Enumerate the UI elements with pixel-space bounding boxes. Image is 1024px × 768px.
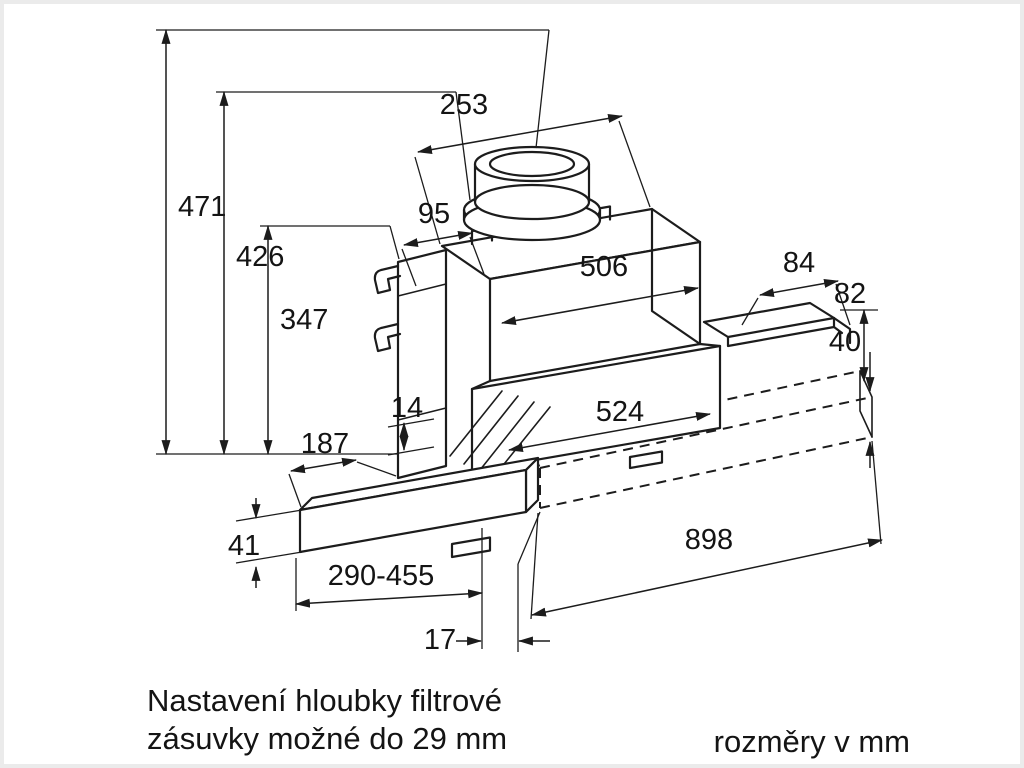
dim-40-label: 40 xyxy=(829,326,861,358)
dim-17: 17 xyxy=(424,511,550,656)
dim-84-label: 84 xyxy=(783,247,815,279)
duct-spigot xyxy=(462,145,602,242)
mounting-hook-icon xyxy=(373,264,402,295)
dim-84: 84 xyxy=(741,247,851,326)
dim-524: 524 xyxy=(507,396,712,452)
units-note: rozměry v mm xyxy=(714,724,910,759)
dim-82: 82 xyxy=(834,278,878,383)
switch-detail xyxy=(628,450,664,470)
telescopic-drawer xyxy=(298,456,540,559)
dim-82-label: 82 xyxy=(834,278,866,310)
chimney-column xyxy=(373,248,448,480)
dim-426-label: 426 xyxy=(236,241,284,273)
side-bracket xyxy=(702,301,852,348)
dim-187: 187 xyxy=(288,428,397,508)
dim-41: 41 xyxy=(228,498,303,588)
dim-290-455: 290-455 xyxy=(294,528,484,649)
dim-95: 95 xyxy=(401,198,485,287)
dim-506-label: 506 xyxy=(580,251,628,283)
dim-290-455-label: 290-455 xyxy=(328,560,434,592)
dim-347: 347 xyxy=(260,224,400,456)
dim-14: 14 xyxy=(387,392,435,456)
hood-dimension-diagram: 471 426 347 253 95 506 xyxy=(147,28,910,759)
mounting-hook-icon xyxy=(373,322,402,353)
captions: Nastavení hloubky filtrové zásuvky možné… xyxy=(147,683,910,759)
dim-40: 40 xyxy=(829,326,875,468)
dim-347-label: 347 xyxy=(280,304,328,336)
dim-95-label: 95 xyxy=(418,198,450,230)
dim-253-label: 253 xyxy=(440,89,488,121)
caption-line1: Nastavení hloubky filtrové xyxy=(147,683,502,718)
dim-506: 506 xyxy=(500,251,700,325)
caption-line2: zásuvky možné do 29 mm xyxy=(147,721,507,756)
dim-471-label: 471 xyxy=(178,191,226,223)
dim-17-label: 17 xyxy=(424,624,456,656)
dimension-lines: 471 426 347 253 95 506 xyxy=(156,28,884,656)
dim-253: 253 xyxy=(414,89,651,245)
dim-187-label: 187 xyxy=(301,428,349,460)
dim-41-label: 41 xyxy=(228,530,260,562)
dim-898-label: 898 xyxy=(685,524,733,556)
dim-898: 898 xyxy=(530,440,884,620)
dim-524-label: 524 xyxy=(596,396,644,428)
drawer-tab xyxy=(450,536,492,559)
dim-14-label: 14 xyxy=(391,392,423,424)
